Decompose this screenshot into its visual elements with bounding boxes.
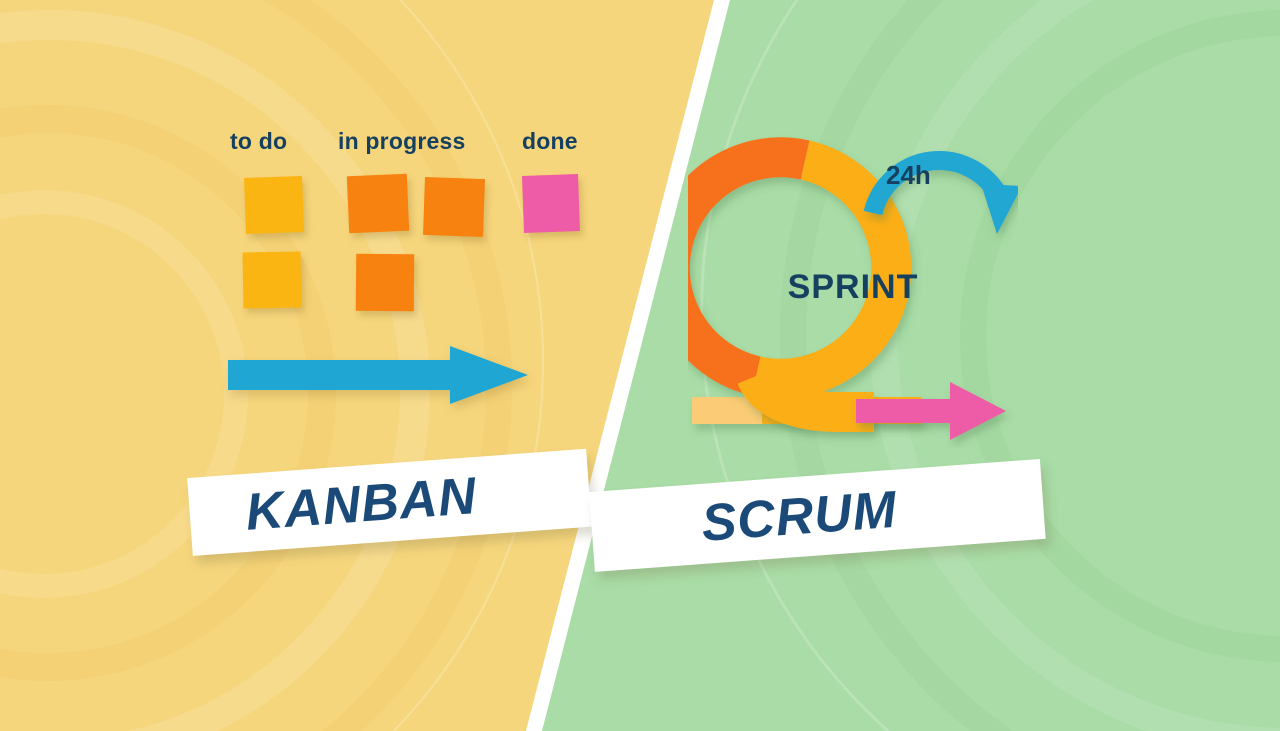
- kanban-column-label-done: done: [522, 128, 578, 154]
- kanban-column-headers: to do in progress done: [230, 128, 610, 162]
- kanban-column-label-in-progress: in progress: [338, 128, 466, 154]
- daily-standup-label: 24h: [886, 160, 931, 190]
- delivery-arrow-group: [856, 382, 1006, 440]
- daily-arrow-group: [863, 151, 1022, 234]
- kanban-column-label-todo: to do: [230, 128, 288, 154]
- note-todo-2[interactable]: [242, 251, 302, 309]
- kanban-ring-1: [0, 0, 544, 731]
- kanban-banner-label: KANBAN: [243, 467, 479, 542]
- note-done-1[interactable]: [522, 174, 580, 233]
- note-inprogress-1[interactable]: [346, 173, 410, 234]
- note-todo-1[interactable]: [244, 176, 304, 234]
- note-inprogress-3[interactable]: [355, 253, 415, 312]
- sprint-label: SPRINT: [787, 268, 919, 306]
- scrum-sprint-graphic: SPRINT: [649, 128, 1022, 448]
- note-inprogress-2[interactable]: [423, 176, 485, 238]
- scrum-banner-label: SCRUM: [699, 480, 899, 553]
- kanban-flow-arrow: [228, 346, 528, 404]
